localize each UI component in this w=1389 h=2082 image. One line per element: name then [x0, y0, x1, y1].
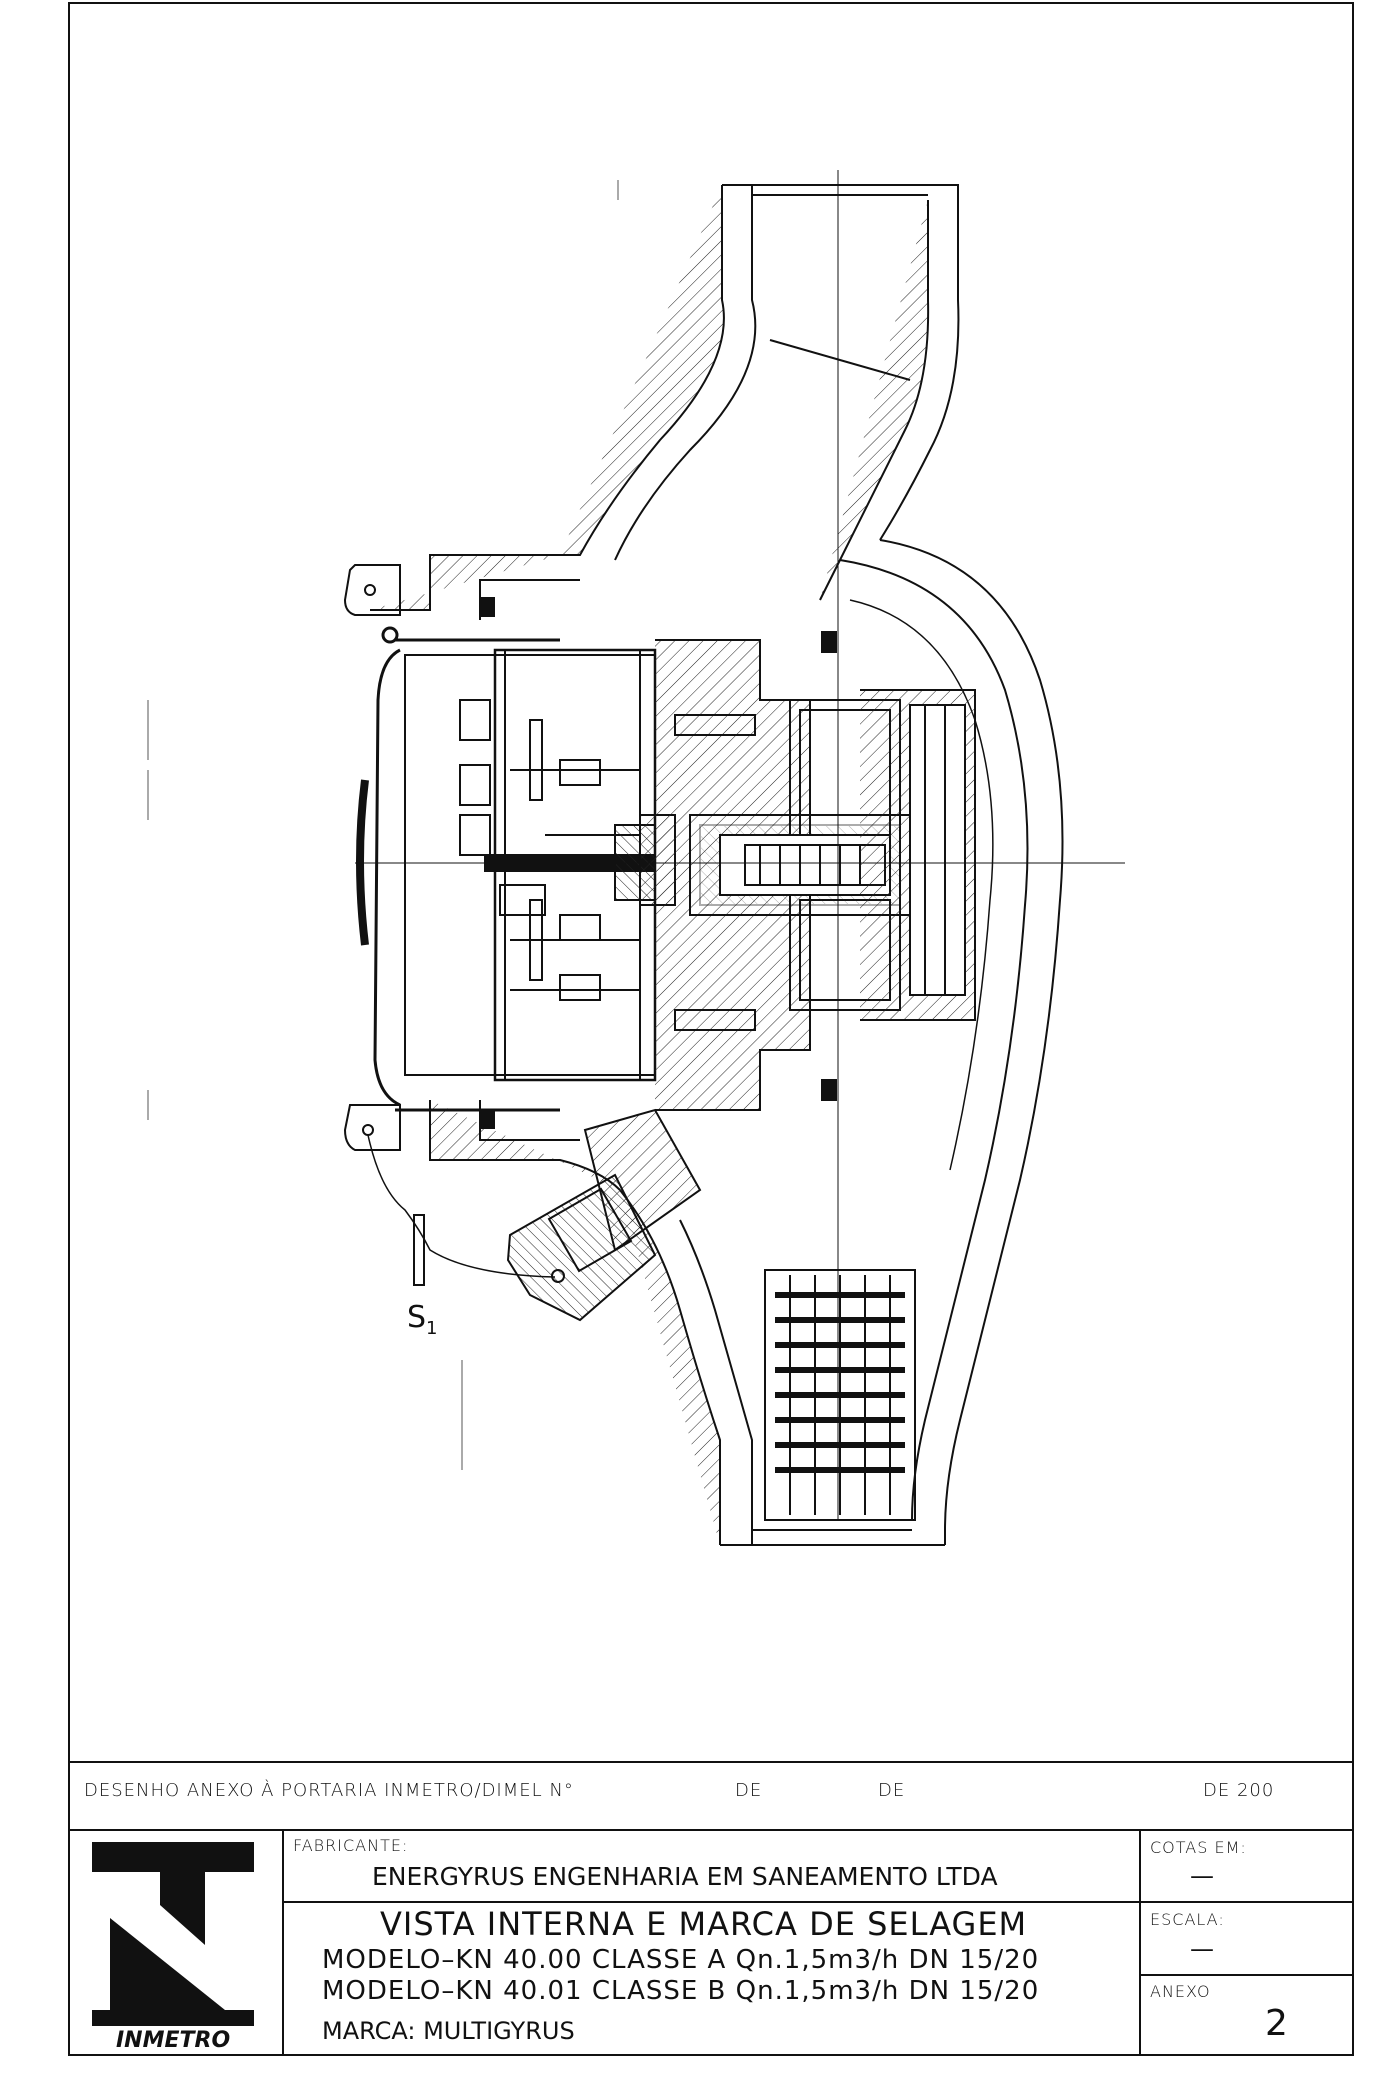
fabricante-name: ENERGYRUS ENGENHARIA EM SANEAMENTO LTDA [372, 1862, 998, 1891]
seal-label-letter: S [407, 1300, 427, 1335]
seal-label-subscript: 1 [426, 1318, 438, 1339]
escala-label: ESCALA: [1150, 1910, 1225, 1929]
model-line-1: MODELO–KN 40.00 CLASSE A Qn.1,5m3/h DN 1… [322, 1945, 1040, 1975]
brand-line: MARCA: MULTIGYRUS [322, 2017, 575, 2045]
inlet-strainer [764, 1269, 916, 1521]
cotas-label: COTAS EM: [1150, 1838, 1247, 1857]
portaria-de-2: DE [878, 1780, 906, 1801]
portaria-year: DE 200 [1203, 1780, 1275, 1801]
sheet-border [68, 2, 1354, 2056]
cotas-value: — [1190, 1862, 1214, 1890]
title-block-grid [68, 1761, 1354, 2056]
inmetro-logo [92, 1842, 254, 2026]
seal-label: S1 [407, 1300, 438, 1339]
register-assembly [355, 170, 1125, 1520]
anexo-value: 2 [1265, 2003, 1288, 2044]
centerline-marks [147, 180, 619, 1470]
anexo-label: ANEXO [1150, 1982, 1211, 2001]
adjustment-plug [506, 1108, 702, 1322]
escala-value: — [1190, 1935, 1214, 1963]
fabricante-label: FABRICANTE: [293, 1836, 409, 1855]
inmetro-logo-text: INMETRO [116, 2028, 231, 2053]
gear-train [459, 699, 640, 1001]
model-line-2: MODELO–KN 40.01 CLASSE B Qn.1,5m3/h DN 1… [322, 1976, 1040, 2006]
seal-wire [367, 1134, 556, 1286]
meter-body-section [370, 184, 1064, 1546]
portaria-text: DESENHO ANEXO À PORTARIA INMETRO/DIMEL N… [84, 1780, 574, 1801]
portaria-de-1: DE [735, 1780, 763, 1801]
mounting-lugs [343, 564, 401, 1151]
drawing-title: VISTA INTERNA E MARCA DE SELAGEM [380, 1905, 1028, 1943]
